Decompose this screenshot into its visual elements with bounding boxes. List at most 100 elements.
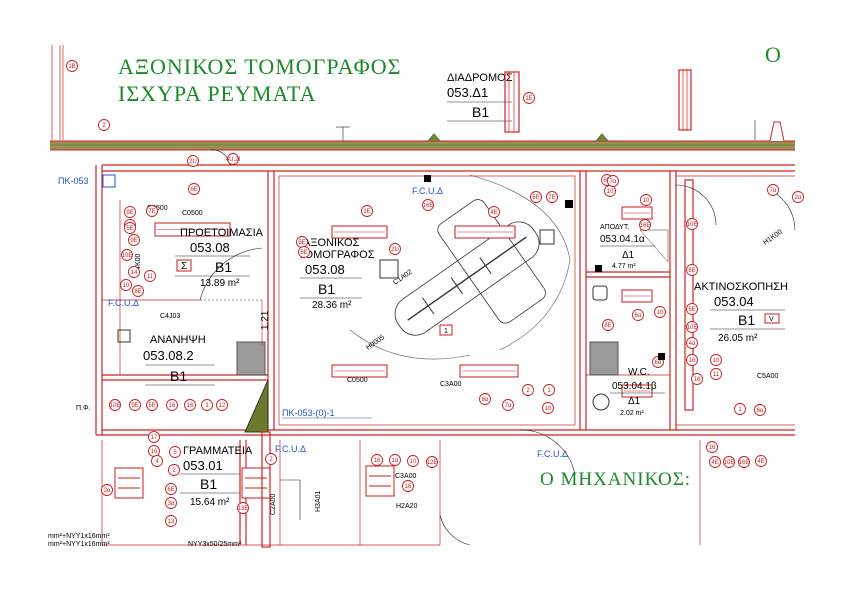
room-xray-block: B1 — [738, 312, 755, 328]
circuit-mark-label: 7α — [505, 403, 512, 409]
circuit-mark: 4 — [151, 455, 163, 467]
corridor-block: B1 — [472, 104, 489, 120]
circuit-mark: 16 — [371, 454, 383, 466]
corridor-band — [50, 121, 795, 151]
room-ct-name-1: ΑΞΟΝΙΚΟΣ — [303, 237, 360, 249]
circuit-mark-label: 10E — [687, 222, 698, 228]
circuit-mark: 4E — [488, 206, 500, 218]
circuit-mark-label: 2 — [526, 388, 530, 394]
circuit-mark-label: 16E — [423, 203, 434, 209]
fixture-code: C0500 — [347, 377, 368, 384]
fcu-label-1: F.C.U.Δ — [412, 186, 443, 196]
circuit-mark-label: 1B — [68, 64, 75, 70]
circuit-mark: 2U — [187, 155, 199, 167]
circuit-mark-label: 3α — [104, 488, 111, 494]
circuit-mark: 16E — [422, 199, 434, 211]
circuit-mark-label: 12E — [427, 460, 438, 466]
circuit-mark-label: 10 — [123, 283, 130, 289]
circuit-mark-label: 4E — [757, 459, 764, 465]
circuit-mark-label: 1 — [738, 407, 742, 413]
room-prep-code: 053.08 — [190, 240, 230, 255]
circuit-mark: 12 — [216, 399, 228, 411]
room-secretary-block: B1 — [200, 476, 217, 492]
circuit-mark-label: 6E — [300, 250, 307, 256]
doors — [199, 149, 796, 546]
circuit-mark: 10 — [654, 306, 666, 318]
circuit-mark-label: 1E — [363, 209, 370, 215]
luminaires — [114, 206, 653, 499]
room-secretary: ΓΡΑΜΜΑΤΕΙΑ 053.01 B1 15.64 m² — [180, 445, 253, 508]
circuit-mark-label: 5E — [298, 240, 305, 246]
circuit-mark-label: 16 — [187, 403, 194, 409]
room-ct-name-2: ΤΟΜΟΓΡΑΦΟΣ — [298, 249, 375, 261]
circuit-mark-label: 7E — [148, 209, 155, 215]
circuit-mark-label: 7α — [610, 179, 617, 185]
circuit-mark-label: 16 — [694, 377, 701, 383]
room-prep: ΠΡΟΕΤΟΙΜΑΣΙΑ 053.08 B1 13.89 m² — [175, 227, 264, 289]
circuit-mark: 2 — [265, 453, 277, 465]
circuit-mark-label: 16 — [169, 403, 176, 409]
circuit-mark-label: 12 — [219, 403, 226, 409]
circuit-mark-label: 6α — [757, 408, 764, 414]
fcu-label-4: F.C.U.Δ — [108, 298, 139, 308]
luminaire — [454, 225, 516, 239]
circuit-mark-label: 4E — [711, 460, 718, 466]
circuit-mark: 5E — [124, 222, 136, 234]
circuit-mark-label: 10 — [657, 310, 664, 316]
cable-note: mm²+NYY1x16mm² — [48, 541, 110, 548]
circuit-mark-label: 3α — [168, 501, 175, 507]
circuit-mark: 10 — [710, 354, 722, 366]
circuit-mark-label: 4E — [490, 210, 497, 216]
panel-pf: Π.Φ. — [76, 405, 91, 412]
circuit-mark-label: 17 — [151, 435, 158, 441]
circuit-mark-label: 13E — [238, 506, 249, 512]
sockets — [117, 175, 665, 411]
circuit-mark-label: 4 — [155, 459, 159, 465]
circuit-mark-label: 6E — [190, 187, 197, 193]
circuit-mark-label: 6E — [603, 178, 610, 184]
circuit-mark: 1E — [523, 92, 535, 104]
circuit-mark-label: 16 — [151, 449, 158, 455]
circuit-mark: 6α — [754, 404, 766, 416]
room-prep-name: ΠΡΟΕΤΟΙΜΑΣΙΑ — [180, 227, 264, 239]
circuit-mark-label: 6E — [167, 487, 174, 493]
circuit-mark-label: 10E — [110, 403, 121, 409]
circuit-mark-label: 2α — [795, 195, 802, 201]
fixture-code: C3A00 — [440, 381, 462, 388]
circuit-mark-label: 16E — [739, 460, 750, 466]
circuit-mark: 10 — [640, 194, 652, 206]
corridor-label: ΔΙΑΔΡΟΜΟΣ 053.Δ1 B1 — [447, 72, 513, 122]
circuit-mark-label: 6E — [532, 195, 539, 201]
circuit-mark: 16E — [639, 219, 651, 231]
circuit-mark: 6E — [530, 191, 542, 203]
room-xray-area: 26.05 m² — [718, 333, 758, 344]
circuit-mark-label: 8E — [604, 323, 611, 329]
corridor-name: ΔΙΑΔΡΟΜΟΣ — [447, 72, 513, 84]
luminaire — [365, 465, 395, 497]
room-ct-code: 053.08 — [305, 262, 345, 277]
corridor-code: 053.Δ1 — [447, 85, 488, 100]
luminaire — [459, 364, 519, 378]
circuit-mark: 1E — [361, 205, 373, 217]
circuit-mark: 16E — [738, 456, 750, 468]
circuit-mark: 4E — [709, 456, 721, 468]
tx-label: V — [769, 316, 774, 323]
box-label: 1 — [444, 328, 448, 335]
room-changing-block: Δ1 — [622, 250, 635, 261]
ct-scanner — [349, 174, 571, 360]
circuit-mark: 16 — [148, 445, 160, 457]
room-ct-block: B1 — [318, 281, 335, 297]
luminaire — [331, 225, 388, 239]
circuit-mark: 1B — [66, 60, 78, 72]
circuit-mark: 13E — [237, 502, 249, 514]
circuit-mark: 5 — [169, 446, 181, 458]
luminaire — [621, 289, 653, 303]
risers — [51, 45, 756, 141]
room-prep-block: B1 — [215, 259, 232, 275]
circuit-mark: 14 — [128, 266, 140, 278]
luminaire — [241, 467, 271, 499]
circuit-mark-label: 10 — [713, 358, 720, 364]
circuit-mark: 7E — [146, 205, 158, 217]
luminaire — [114, 467, 144, 499]
title-line-2: ΙΣΧΥΡΑ ΡΕΥΜΑΤΑ — [118, 81, 316, 106]
